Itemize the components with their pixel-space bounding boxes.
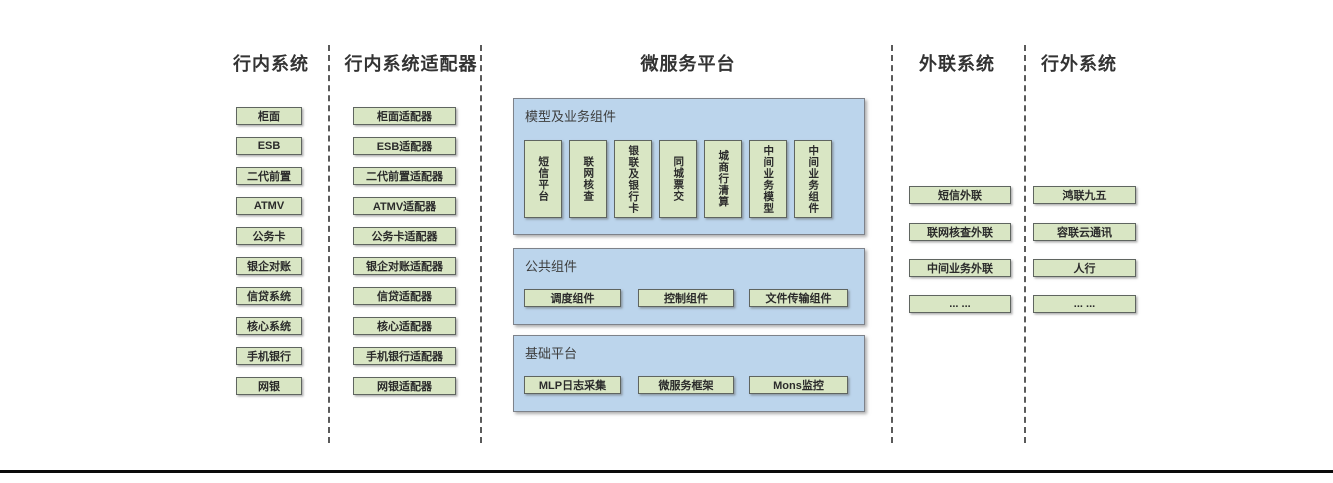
system-box-adapter: 网银适配器: [353, 377, 456, 395]
column-title-outreach: 外联系统: [919, 54, 995, 74]
column-title-platform: 微服务平台: [640, 54, 736, 74]
separator-line-4: [1024, 45, 1026, 443]
system-box-external: 人行: [1033, 259, 1136, 277]
panel-label: 基础平台: [525, 346, 578, 361]
system-box-external: 容联云通讯: [1033, 223, 1136, 241]
system-box-adapter: 公务卡适配器: [353, 227, 456, 245]
component-box: Mons监控: [749, 376, 848, 394]
component-box: 微服务框架: [638, 376, 734, 394]
system-box-internal: 二代前置: [236, 167, 302, 185]
system-box-internal: 柜面: [236, 107, 302, 125]
component-box-vertical: 短信平台: [524, 140, 562, 218]
component-box: 控制组件: [638, 289, 734, 307]
system-box-adapter: ESB适配器: [353, 137, 456, 155]
panel-label: 模型及业务组件: [525, 109, 617, 124]
column-title-external: 行外系统: [1041, 54, 1117, 74]
system-box-outreach: 联网核查外联: [909, 223, 1011, 241]
component-box-vertical: 中间业务模型: [749, 140, 787, 218]
system-box-outreach: ... ...: [909, 295, 1011, 313]
system-box-outreach: 中间业务外联: [909, 259, 1011, 277]
separator-line-1: [328, 45, 330, 443]
system-box-internal: 公务卡: [236, 227, 302, 245]
system-box-outreach: 短信外联: [909, 186, 1011, 204]
system-box-internal: 银企对账: [236, 257, 302, 275]
component-box-vertical: 城商行清算: [704, 140, 742, 218]
separator-line-2: [480, 45, 482, 443]
system-box-internal: ESB: [236, 137, 302, 155]
system-box-internal: 网银: [236, 377, 302, 395]
column-title-internal: 行内系统: [233, 54, 309, 74]
system-box-adapter: 银企对账适配器: [353, 257, 456, 275]
bottom-border-line: [0, 470, 1333, 473]
system-box-adapter: 柜面适配器: [353, 107, 456, 125]
system-box-external: 鸿联九五: [1033, 186, 1136, 204]
system-box-adapter: 核心适配器: [353, 317, 456, 335]
component-box-vertical: 同城票交: [659, 140, 697, 218]
system-box-adapter: 手机银行适配器: [353, 347, 456, 365]
component-box-vertical: 中间业务组件: [794, 140, 832, 218]
component-box-vertical: 联网核查: [569, 140, 607, 218]
component-box-vertical: 银联及银行卡: [614, 140, 652, 218]
system-box-adapter: 二代前置适配器: [353, 167, 456, 185]
system-box-internal: 信贷系统: [236, 287, 302, 305]
panel-common-components: 公共组件 调度组件 控制组件 文件传输组件: [513, 248, 865, 325]
separator-line-3: [891, 45, 893, 443]
component-box: 调度组件: [524, 289, 621, 307]
system-box-internal: 核心系统: [236, 317, 302, 335]
system-box-internal: 手机银行: [236, 347, 302, 365]
panel-base-platform: 基础平台 MLP日志采集 微服务框架 Mons监控: [513, 335, 865, 412]
component-box: MLP日志采集: [524, 376, 621, 394]
system-box-adapter: 信贷适配器: [353, 287, 456, 305]
component-box: 文件传输组件: [749, 289, 848, 307]
panel-model-components: 模型及业务组件 短信平台 联网核查 银联及银行卡 同城票交 城商行清算 中间业务…: [513, 98, 865, 235]
system-box-external: ... ...: [1033, 295, 1136, 313]
column-title-adapters: 行内系统适配器: [344, 54, 478, 74]
system-box-adapter: ATMV适配器: [353, 197, 456, 215]
panel-label: 公共组件: [525, 259, 578, 274]
system-box-internal: ATMV: [236, 197, 302, 215]
